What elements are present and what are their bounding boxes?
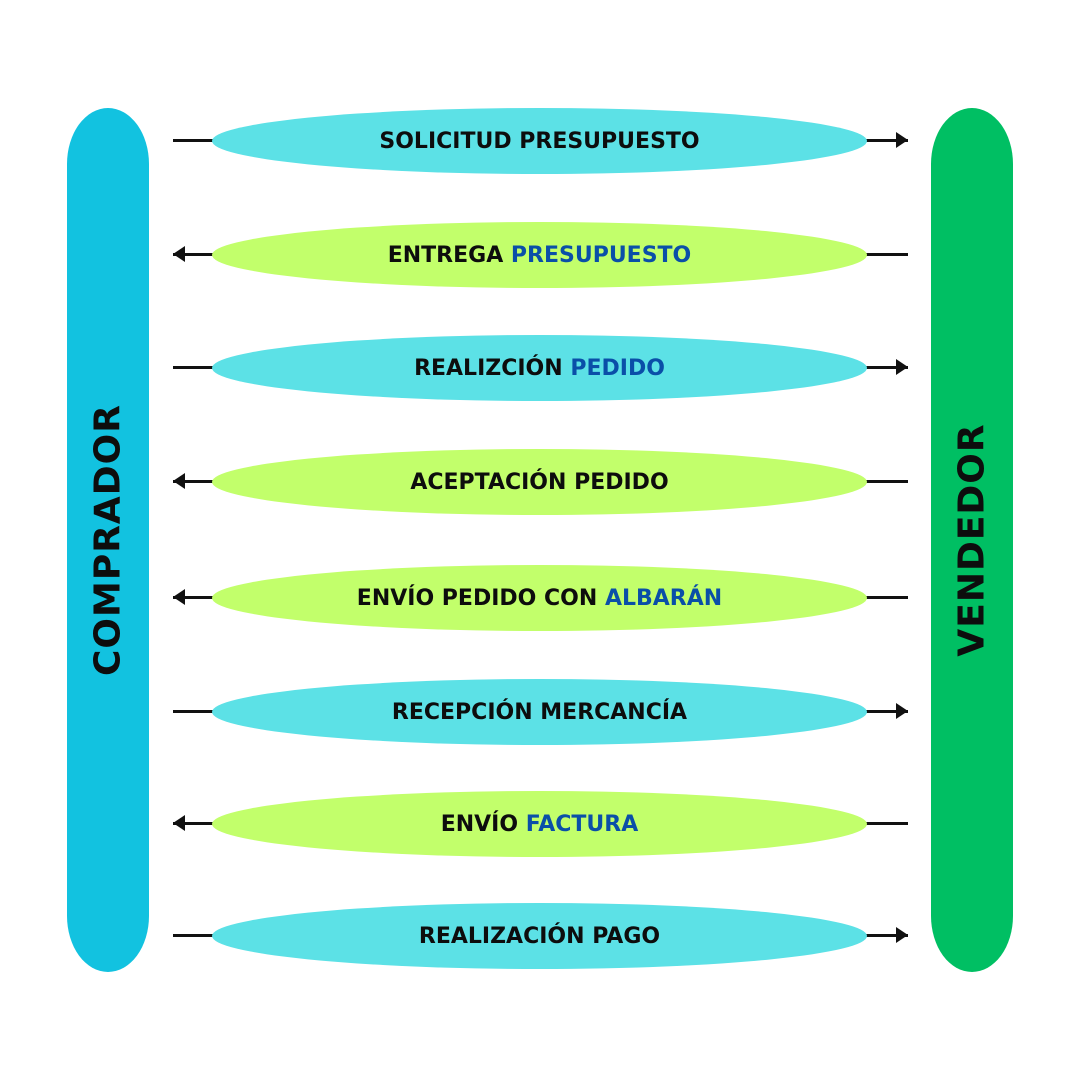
connector-line-right — [866, 139, 908, 142]
step-label: SOLICITUD PRESUPUESTO — [379, 128, 700, 154]
flow-step: REALIZCIÓN PEDIDO — [0, 335, 1080, 401]
step-label: RECEPCIÓN MERCANCÍA — [391, 699, 688, 725]
connector-line-left — [173, 596, 215, 599]
connector-line-left — [173, 139, 215, 142]
connector-line-right — [866, 480, 908, 483]
connector-line-left — [173, 480, 215, 483]
arrow-left-icon — [173, 815, 185, 831]
connector-line-right — [866, 596, 908, 599]
step-label: ENTREGA — [387, 242, 504, 268]
step-pill: ENVÍO FACTURA — [212, 791, 867, 857]
step-pill: ENTREGA PRESUPUESTO — [212, 222, 867, 288]
flow-step: RECEPCIÓN MERCANCÍA — [0, 679, 1080, 745]
connector-line-left — [173, 934, 215, 937]
arrow-left-icon — [173, 473, 185, 489]
step-label-highlight: PRESUPUESTO — [510, 242, 692, 268]
step-label-highlight: ALBARÁN — [604, 585, 723, 611]
connector-line-right — [866, 253, 908, 256]
step-label: ACEPTACIÓN PEDIDO — [410, 469, 669, 495]
step-label: REALIZACIÓN PAGO — [418, 923, 661, 949]
step-label-highlight: FACTURA — [525, 811, 639, 837]
step-pill: REALIZCIÓN PEDIDO — [212, 335, 867, 401]
step-label-highlight: PEDIDO — [570, 355, 665, 381]
connector-line-left — [173, 253, 215, 256]
connector-line-left — [173, 710, 215, 713]
step-label: ENVÍO PEDIDO CON — [356, 585, 598, 611]
arrow-left-icon — [173, 589, 185, 605]
connector-line-right — [866, 822, 908, 825]
arrow-right-icon — [896, 132, 908, 148]
flow-step: ENVÍO FACTURA — [0, 791, 1080, 857]
flow-step: REALIZACIÓN PAGO — [0, 903, 1080, 969]
flow-step: ACEPTACIÓN PEDIDO — [0, 449, 1080, 515]
arrow-left-icon — [173, 246, 185, 262]
arrow-right-icon — [896, 927, 908, 943]
step-pill: SOLICITUD PRESUPUESTO — [212, 108, 867, 174]
connector-line-right — [866, 710, 908, 713]
flow-step: ENTREGA PRESUPUESTO — [0, 222, 1080, 288]
step-pill: REALIZACIÓN PAGO — [212, 903, 867, 969]
vendedor-bar: VENDEDOR — [931, 108, 1013, 972]
connector-line-right — [866, 934, 908, 937]
connector-line-right — [866, 366, 908, 369]
flow-step: ENVÍO PEDIDO CON ALBARÁN — [0, 565, 1080, 631]
step-pill: ENVÍO PEDIDO CON ALBARÁN — [212, 565, 867, 631]
connector-line-left — [173, 822, 215, 825]
step-label: REALIZCIÓN — [414, 355, 563, 381]
connector-line-left — [173, 366, 215, 369]
arrow-right-icon — [896, 703, 908, 719]
step-pill: ACEPTACIÓN PEDIDO — [212, 449, 867, 515]
step-pill: RECEPCIÓN MERCANCÍA — [212, 679, 867, 745]
arrow-right-icon — [896, 359, 908, 375]
comprador-label: COMPRADOR — [87, 403, 129, 677]
flow-step: SOLICITUD PRESUPUESTO — [0, 108, 1080, 174]
step-label: ENVÍO — [440, 811, 519, 837]
comprador-bar: COMPRADOR — [67, 108, 149, 972]
